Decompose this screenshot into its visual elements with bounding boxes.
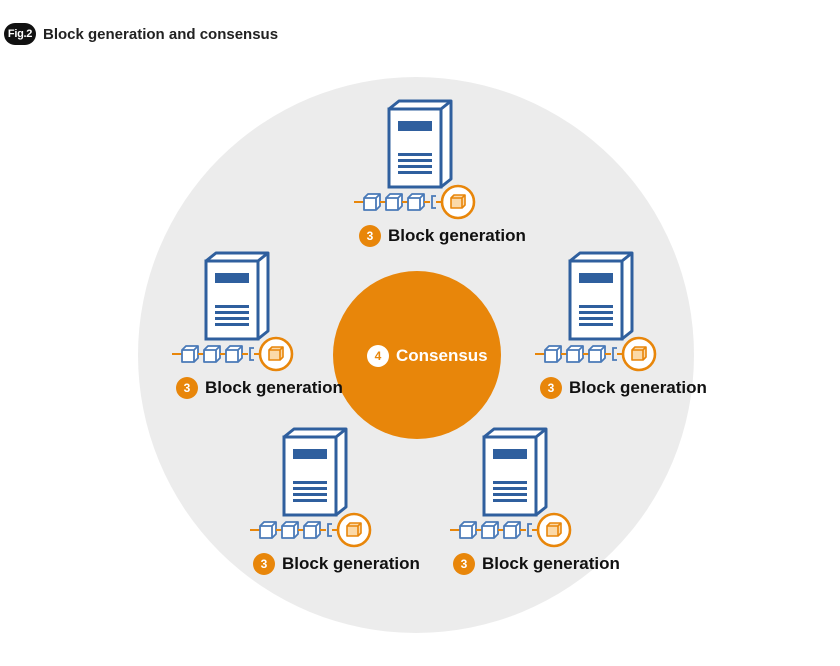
node-label-upper-left: 3 Block generation xyxy=(176,376,343,400)
node-label-text: Block generation xyxy=(282,554,420,573)
node-label-text: Block generation xyxy=(569,378,707,397)
step-number-badge: 3 xyxy=(176,377,198,399)
node-label-text: Block generation xyxy=(482,554,620,573)
server-icon xyxy=(568,251,634,341)
server-icon xyxy=(204,251,270,341)
figure-badge: Fig.2 xyxy=(4,23,36,45)
step-number-badge: 3 xyxy=(253,553,275,575)
consensus-circle xyxy=(333,271,501,439)
node-label-text: Block generation xyxy=(388,226,526,245)
step-number-badge: 3 xyxy=(453,553,475,575)
node-label-lower-left: 3 Block generation xyxy=(253,552,420,576)
step-number-badge: 3 xyxy=(359,225,381,247)
consensus-label: 4 Consensus xyxy=(367,344,488,368)
node-label-lower-right: 3 Block generation xyxy=(453,552,620,576)
node-label-top: 3 Block generation xyxy=(359,224,526,248)
step-number-badge: 4 xyxy=(367,345,389,367)
consensus-text: Consensus xyxy=(396,346,488,365)
server-icon xyxy=(387,99,453,189)
step-number-badge: 3 xyxy=(540,377,562,399)
server-icon xyxy=(282,427,348,517)
node-label-upper-right: 3 Block generation xyxy=(540,376,707,400)
figure-header: Fig.2 Block generation and consensus xyxy=(4,22,278,46)
figure-title: Block generation and consensus xyxy=(43,25,279,43)
server-icon xyxy=(482,427,548,517)
node-label-text: Block generation xyxy=(205,378,343,397)
